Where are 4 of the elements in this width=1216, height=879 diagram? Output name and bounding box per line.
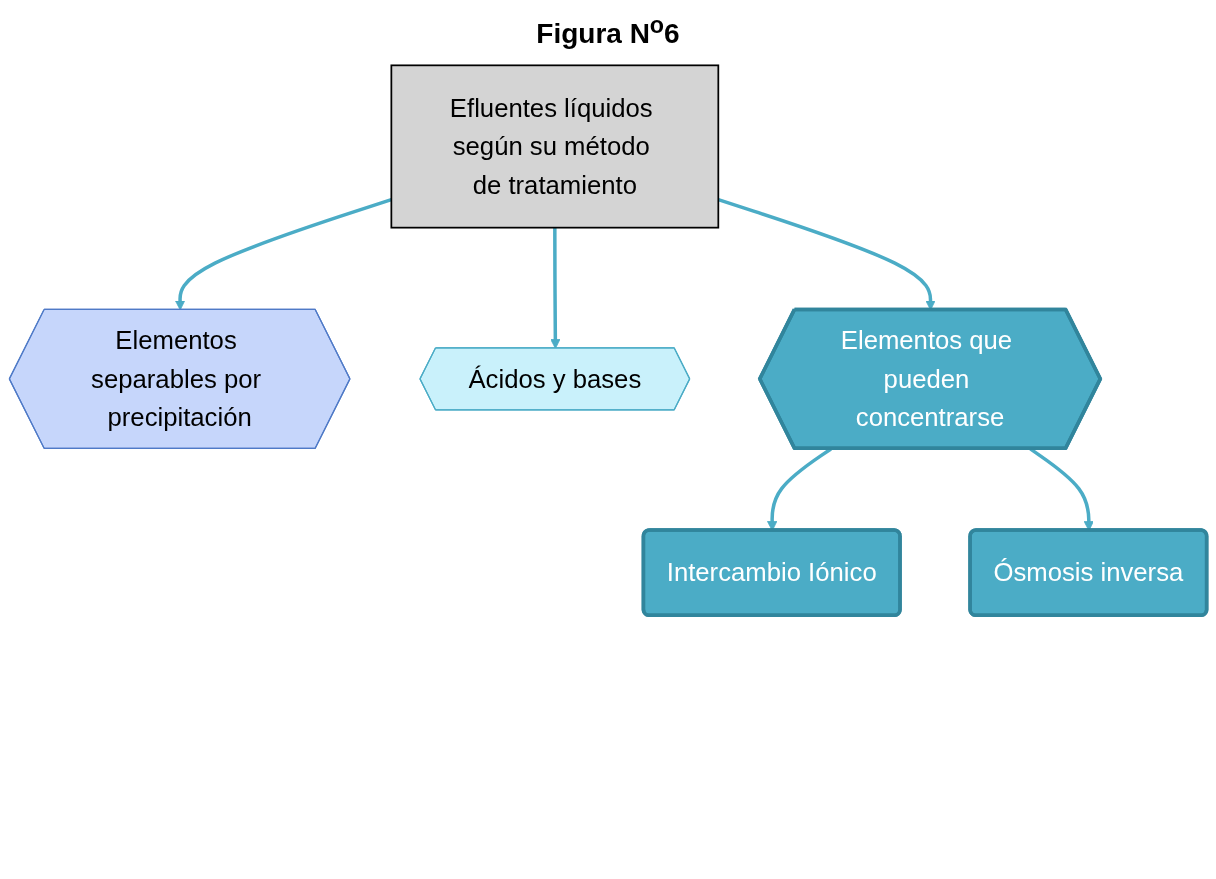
- node-box: Efluentes líquidos según su método de tratamiento: [390, 64, 720, 229]
- arrow: [550, 228, 561, 350]
- diagram-title: Figura N$^{o}$6: [536, 12, 680, 51]
- arrow: [174, 198, 392, 311]
